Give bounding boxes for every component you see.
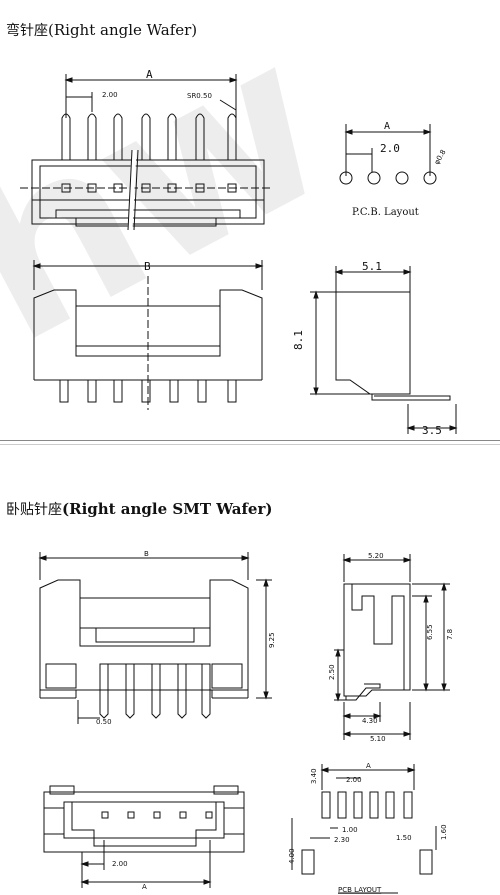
pcb-hole — [339, 171, 353, 185]
pcb-hole-label: φ0.8 — [433, 148, 448, 166]
pins — [61, 113, 237, 160]
pcb2-dim-200-label: 2.00 — [346, 776, 362, 784]
smt-dim-w510-label: 5.10 — [370, 735, 386, 743]
pcb2-dim-160-label: 1.60 — [440, 824, 448, 840]
wafer-front-view: A 2.00 SR0.50 — [20, 68, 270, 231]
pcb2-dim-230-label: 2.30 — [334, 836, 350, 844]
wafer-side-view: 5.1 8.1 3.5 — [292, 260, 458, 437]
pcb-hole — [367, 171, 381, 185]
smt-bottom-A-label: A — [142, 883, 147, 891]
dim-side-tail-label: 3.5 — [422, 424, 442, 437]
pcb2-dim-400-label: 4.00 — [288, 848, 296, 864]
bottom-pins — [59, 379, 237, 403]
dim-side-h-label: 8.1 — [292, 330, 305, 350]
smt-bottom-pitch-label: 2.00 — [112, 860, 128, 868]
pcb2-mount-pad — [301, 849, 315, 875]
section1-title-en: (Right angle Wafer) — [48, 21, 198, 39]
section2-title-cn: 卧贴针座 — [6, 502, 62, 518]
pcb-dim-pitch-label: 2.0 — [380, 142, 400, 155]
smt-dim-w520-label: 5.20 — [368, 552, 384, 560]
pcb2-dim-340-label: 3.40 — [310, 768, 318, 784]
dim-sr-label: SR0.50 — [187, 92, 212, 100]
pcb2-dim-100-label: 1.00 — [342, 826, 358, 834]
section-divider — [0, 440, 500, 441]
section2-title-en: (Right angle SMT Wafer) — [62, 500, 273, 518]
pcb-layout-1: A 2.0 φ0.8 P.C.B. Layout — [339, 121, 448, 218]
dim-A-label: A — [146, 68, 153, 81]
smt-dim-B-label: B — [144, 550, 149, 558]
smt-side-view: 5.20 7.8 6.55 2.50 4.30 5.10 — [328, 552, 454, 743]
smt-dim-h655-label: 6.55 — [426, 624, 434, 640]
pcb-hole — [395, 171, 409, 185]
pin-squares — [61, 183, 237, 193]
smt-bottom-pins — [101, 811, 213, 819]
smt-top-view: B 9.25 0.50 — [38, 550, 276, 726]
smt-dim-h250-label: 2.50 — [328, 664, 336, 680]
smt-dim-h925-label: 9.25 — [268, 632, 276, 648]
pcb2-dim-A-label: A — [366, 762, 371, 770]
section1-title-cn: 弯针座 — [6, 23, 48, 39]
section2-title: 卧贴针座(Right angle SMT Wafer) — [6, 499, 272, 519]
pcb2-dim-150-label: 1.50 — [396, 834, 412, 842]
smt-dim-h78-label: 7.8 — [446, 629, 454, 640]
smt-dim-p050-label: 0.50 — [96, 718, 112, 726]
pcb2-pads — [321, 791, 413, 819]
pcb-hole — [423, 171, 437, 185]
dim-pitch-label: 2.00 — [102, 91, 118, 99]
pcb2-mount-pad — [419, 849, 433, 875]
pcb-layout-2: A 2.00 3.40 1.00 2.30 4.00 1.50 1.60 PCB… — [288, 762, 448, 894]
smt-dim-w430-label: 4.30 — [362, 717, 378, 725]
pcb-caption-1: P.C.B. Layout — [352, 207, 419, 218]
section-divider-shadow — [0, 444, 500, 445]
pcb-dim-A-label: A — [384, 121, 390, 132]
section1-title: 弯针座(Right angle Wafer) — [6, 20, 197, 40]
dim-side-w-label: 5.1 — [362, 260, 382, 273]
smt-bottom-view: 2.00 A — [43, 785, 245, 891]
dim-B-label: B — [144, 260, 151, 273]
pcb-caption-2: PCB LAYOUT — [338, 886, 382, 894]
smt-leads — [99, 663, 211, 719]
wafer-bottom-view: B — [32, 260, 264, 410]
